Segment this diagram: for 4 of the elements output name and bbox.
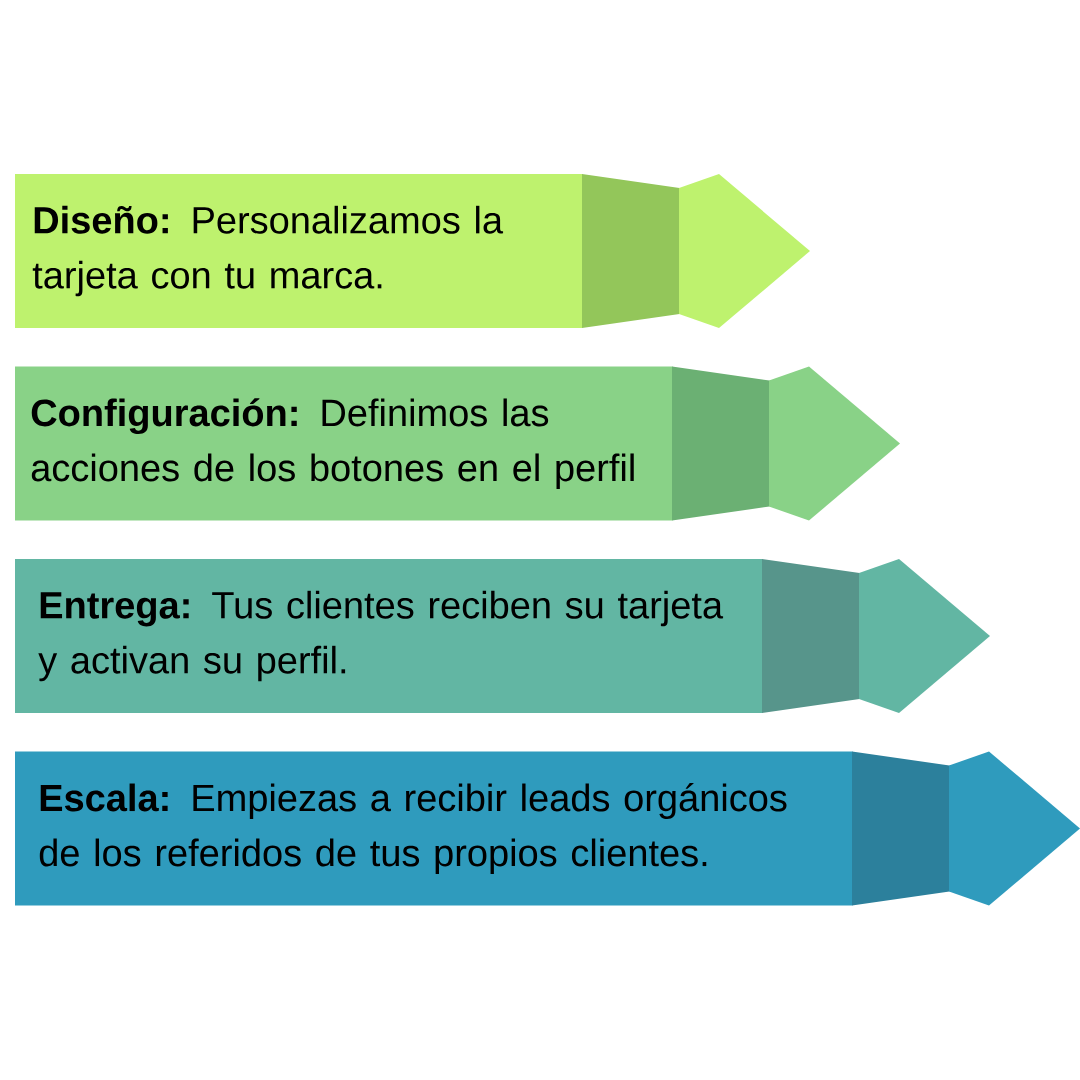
arrow-banner: Diseño: Personalizamos la tarjeta con tu marca.	[15, 174, 810, 328]
arrow-banner: Entrega: Tus clientes reciben su tarjeta y activan su perfil.	[15, 559, 990, 713]
arrow-banner: Configuración: Definimos las acciones de los botones en el perfil	[15, 366, 900, 521]
arrow-banner: Escala: Empiezas a recibir leads orgánicos de los referidos de tus propios clientes.	[15, 751, 1080, 906]
